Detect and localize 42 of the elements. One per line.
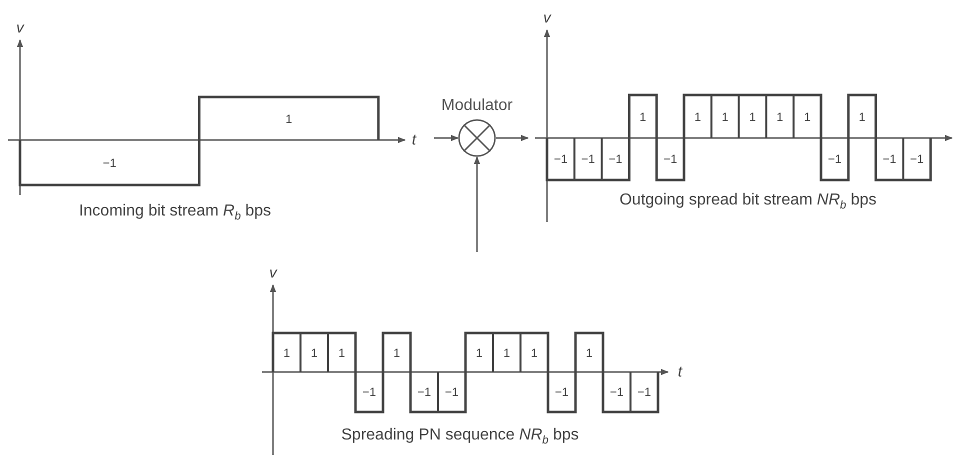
bit-value: 1 xyxy=(285,112,292,124)
bit-value: −1 xyxy=(554,386,569,398)
waveform-caption: Spreading PN sequence NR$_{b}$ bps xyxy=(341,427,579,447)
waveform-caption: Incoming bit stream R$_{b}$ bps xyxy=(78,203,272,223)
bit-value: 1 xyxy=(749,110,756,122)
bit-value: −1 xyxy=(102,156,116,168)
bit-value: −1 xyxy=(581,153,595,165)
bit-value: −1 xyxy=(910,153,924,165)
bit-value: 1 xyxy=(640,110,646,122)
modulator-label: Modulator xyxy=(441,98,513,114)
bit-value: 1 xyxy=(338,346,346,358)
bit-value: −1 xyxy=(663,153,678,165)
axis-label: t xyxy=(412,132,416,148)
bit-value: 1 xyxy=(694,110,702,122)
bit-value: 1 xyxy=(503,346,510,358)
axis-label: v xyxy=(269,266,277,280)
bit-value: 1 xyxy=(586,346,593,358)
bit-value: 1 xyxy=(283,346,290,358)
bit-value: −1 xyxy=(637,386,652,398)
bit-value: −1 xyxy=(610,386,624,398)
waveform-caption: Outgoing spread bit stream NR$_{b}$ bps xyxy=(619,192,877,212)
bit-value: −1 xyxy=(444,386,459,398)
bit-value: 1 xyxy=(776,110,784,122)
bit-value: −1 xyxy=(417,386,432,398)
arrow xyxy=(434,134,459,142)
bit-value: −1 xyxy=(882,153,896,165)
bit-value: 1 xyxy=(858,110,866,122)
bit-value: 1 xyxy=(804,110,811,122)
axis-label: v xyxy=(543,10,551,26)
axis-label: v xyxy=(16,20,24,36)
bit-value: −1 xyxy=(828,153,842,165)
bit-value: 1 xyxy=(722,110,728,122)
bit-value: 1 xyxy=(310,346,318,358)
bit-value: 1 xyxy=(476,346,483,358)
bit-value: −1 xyxy=(362,386,376,398)
axis-label: t xyxy=(678,364,682,380)
bit-value: 1 xyxy=(530,346,538,358)
bit-value: −1 xyxy=(608,153,622,165)
arrow xyxy=(496,134,529,142)
bit-value: −1 xyxy=(554,153,568,165)
arrow xyxy=(474,156,480,252)
bit-value: 1 xyxy=(393,346,400,358)
